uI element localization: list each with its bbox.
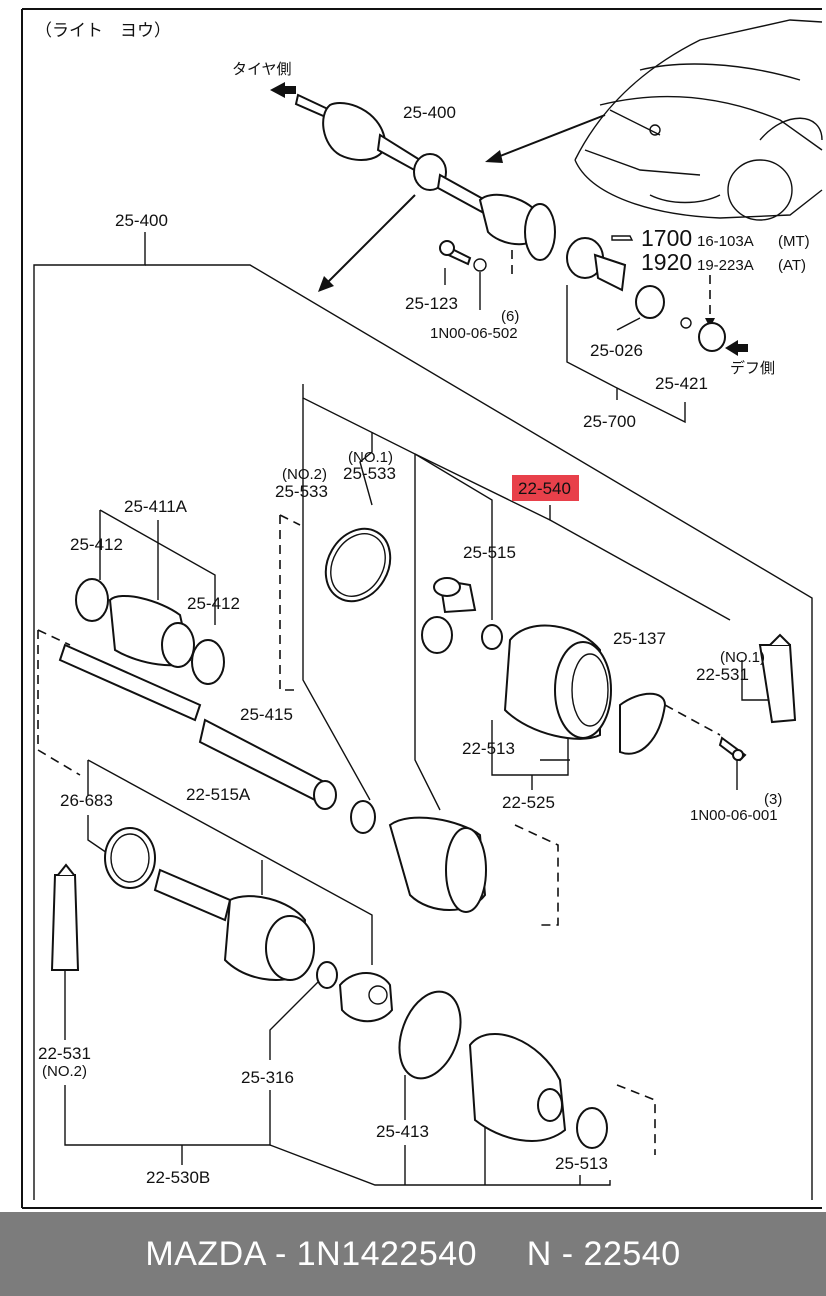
ref-trans-1700: (MT) [778,233,810,250]
label-1n00-06-001: 1N00-06-001 [690,807,778,824]
label-22-513: 22-513 [462,739,515,758]
ref-code-1920: 19-223A [697,257,754,274]
label-25-533-no2: 25-533 [275,482,328,501]
ref-num-1700: 1700 [641,225,692,251]
label-25-415: 25-415 [240,705,293,724]
label-25-513: 25-513 [555,1154,608,1173]
label-1n00-06-502: 1N00-06-502 [430,325,518,342]
label-no1-b: (NO.1) [720,649,765,666]
ref-code-1700: 16-103A [697,233,754,250]
mid-parts [58,527,797,913]
label-22-525: 22-525 [502,793,555,812]
label-25-400-top: 25-400 [403,103,456,122]
label-25-411a: 25-411A [124,497,188,516]
label-25-700: 25-700 [583,412,636,431]
label-25-026: 25-026 [590,341,643,360]
label-22-540: 22-540 [518,479,571,498]
diff-side-arrow-icon [725,340,748,356]
label-qty-6: (6) [501,308,519,325]
label-no1-a: (NO.1) [348,449,393,466]
labels: （ライト ヨウ） タイヤ側 デフ側 25-400 25-400 1700 16-… [35,21,810,1187]
footer-bar: MAZDA - 1N1422540 N - 22540 [0,1212,826,1296]
label-25-412-a: 25-412 [70,535,123,554]
note-label: （ライト ヨウ） [35,21,171,40]
locator-arrows [270,82,748,356]
label-25-515: 25-515 [463,543,516,562]
label-no2-b: (NO.2) [42,1063,87,1080]
diff-side-label: デフ側 [730,359,775,377]
car-outline [574,19,823,221]
label-22-531: 22-531 [38,1044,91,1063]
leader-lines [33,232,813,1200]
ref-num-1920: 1920 [641,249,692,275]
parts-diagram: （ライト ヨウ） タイヤ側 デフ側 25-400 25-400 1700 16-… [21,8,823,1209]
lower-parts [50,827,608,1149]
part-number-caption: MAZDA - 1N1422540 N - 22540 [145,1234,681,1273]
top-driveshaft-assembly [294,93,726,352]
label-qty-3: (3) [764,791,782,808]
label-22-515a: 22-515A [186,785,251,804]
tire-side-arrow-icon [270,82,296,98]
label-no2-a: (NO.2) [282,466,327,483]
label-25-533-no1: 25-533 [343,464,396,483]
label-25-123: 25-123 [405,294,458,313]
label-25-412-b: 25-412 [187,594,240,613]
label-25-413: 25-413 [376,1122,429,1141]
label-25-137: 25-137 [613,629,666,648]
label-22-531-no1: 22-531 [696,665,749,684]
ref-trans-1920: (AT) [778,257,806,274]
label-25-400-left: 25-400 [115,211,168,230]
tire-side-label: タイヤ側 [232,61,292,78]
label-25-421: 25-421 [655,374,708,393]
label-22-530b: 22-530B [146,1168,210,1187]
label-25-316: 25-316 [241,1068,294,1087]
highlight-box [512,475,579,501]
label-26-683: 26-683 [60,791,113,810]
phantom-lines [37,250,721,1155]
